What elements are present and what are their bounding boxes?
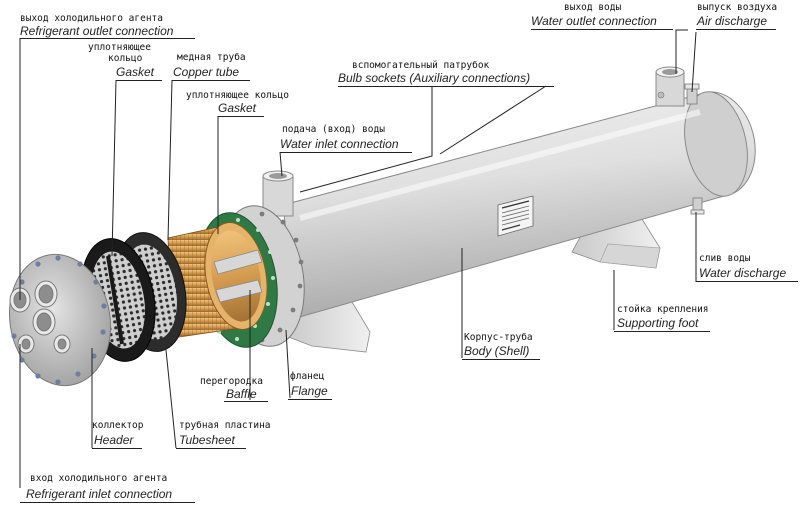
tubesheet-underline — [176, 448, 246, 449]
water-outlet-label-ru: выход воды — [564, 2, 622, 13]
baffle-label-ru: перегородка — [200, 376, 263, 387]
bulb-sockets-label-en: Bulb sockets (Auxiliary connections) — [338, 71, 531, 85]
nameplate — [497, 195, 534, 237]
body-shell-label-ru: Корпус-труба — [464, 332, 533, 343]
header-underline — [92, 448, 142, 449]
supporting-foot-label-en: Supporting foot — [617, 316, 699, 330]
water-inlet-underline — [280, 152, 412, 153]
water-outlet-label-en: Water outlet connection — [531, 14, 657, 28]
header — [8, 253, 112, 387]
bulb-sockets-underline — [338, 86, 554, 87]
refrigerant-inlet-label-ru: вход холодильного агента — [30, 473, 168, 484]
supporting-foot-underline — [614, 331, 710, 332]
tubesheet-label-ru: трубная пластина — [179, 420, 271, 431]
baffle-underline — [224, 401, 268, 402]
body-shell-label-en: Body (Shell) — [464, 344, 530, 358]
header-label-en: Header — [94, 433, 134, 447]
refrigerant-inlet-underline — [20, 502, 195, 503]
water-discharge-label-ru: слив воды — [699, 253, 751, 264]
gasket-left-label-en: Gasket — [116, 65, 155, 79]
refrigerant-outlet-label-ru: выход холодильного агента — [20, 13, 163, 24]
flange-underline — [288, 399, 332, 400]
gasket-mid-underline — [218, 116, 264, 117]
gasket-mid-label-en: Gasket — [218, 101, 257, 115]
tubesheet-label-en: Tubesheet — [179, 433, 235, 447]
gasket-left-underline — [116, 80, 162, 81]
leader-lines — [19, 29, 697, 488]
supporting-foot-label-ru: стойка крепления — [617, 304, 709, 315]
water-discharge-underline — [696, 281, 798, 282]
refrigerant-nozzles — [9, 280, 71, 354]
copper-tube-underline — [172, 80, 250, 81]
body-shell-underline — [462, 359, 540, 360]
water-discharge-valve — [690, 197, 705, 215]
gasket-left-label-ru1: уплотняющее — [88, 42, 151, 53]
baffle — [213, 249, 263, 303]
water-outlet-underline — [531, 29, 673, 30]
water-discharge-label-en: Water discharge — [699, 266, 787, 280]
air-discharge-label-ru: выпуск воздуха — [697, 2, 778, 13]
refrigerant-outlet-underline — [20, 38, 195, 39]
gasket-left-label-ru2: кольцо — [108, 53, 143, 64]
flange-label-en: Flange — [291, 384, 328, 398]
bulb-sockets-label-ru: вспомогательный патрубок — [352, 60, 490, 71]
header-label-ru: коллектор — [92, 420, 144, 431]
air-discharge-underline — [696, 29, 776, 30]
gasket-mid-label-ru: уплотняющее кольцо — [186, 90, 289, 101]
air-discharge-label-en: Air discharge — [697, 14, 768, 28]
refrigerant-inlet-label-en: Refrigerant inlet connection — [26, 487, 173, 501]
water-inlet-label-en: Water inlet connection — [280, 137, 399, 151]
body-shell — [282, 91, 756, 319]
water-outlet-nozzle — [655, 66, 685, 107]
baffle-label-en: Baffle — [226, 387, 257, 401]
water-inlet-label-ru: подача (вход) воды — [282, 124, 385, 135]
copper-tube-label-en: Copper tube — [173, 65, 240, 79]
refrigerant-outlet-label-en: Refrigerant outlet connection — [20, 24, 174, 38]
water-inlet-nozzle — [262, 170, 294, 217]
flange-label-ru: фланец — [290, 371, 325, 382]
copper-tube-label-ru: медная труба — [177, 52, 246, 63]
